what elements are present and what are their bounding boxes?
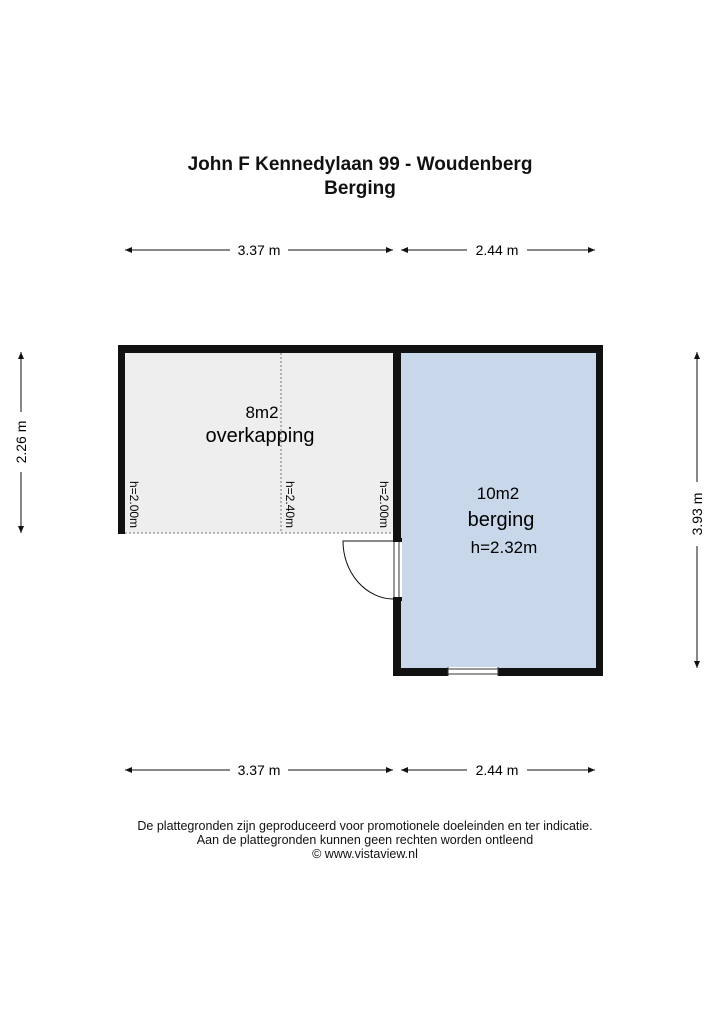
berging-name: berging bbox=[468, 509, 535, 531]
door-swing bbox=[342, 540, 395, 600]
floorplan-address-title: John F Kennedylaan 99 - Woudenberg bbox=[187, 154, 533, 175]
dimension-right-height-label: 3.93 m bbox=[689, 493, 705, 536]
room-berging: 10m2 berging h=2.32m bbox=[392, 345, 603, 676]
disclaimer-line-2: Aan de plattegronden kunnen geen rechten… bbox=[196, 833, 534, 847]
disclaimer-line-1: De plattegronden zijn geproduceerd voor … bbox=[137, 819, 593, 833]
dimension-top-left-label: 3.37 m bbox=[238, 242, 281, 258]
dimension-bottom-right: 2.44 m bbox=[401, 762, 595, 778]
berging-height: h=2.32m bbox=[471, 538, 538, 557]
floorplan-subtitle: Berging bbox=[324, 178, 396, 199]
berging-area: 10m2 bbox=[477, 484, 520, 503]
dimension-right-height: 3.93 m bbox=[689, 352, 705, 668]
dimension-top-right: 2.44 m bbox=[401, 242, 595, 258]
overkapping-height-left: h=2.00m bbox=[127, 481, 141, 528]
dimension-left-height-label: 2.26 m bbox=[13, 421, 29, 464]
dimension-top-left: 3.37 m bbox=[125, 242, 393, 258]
dimension-top-right-label: 2.44 m bbox=[476, 242, 519, 258]
dimension-bottom-left-label: 3.37 m bbox=[238, 762, 281, 778]
overkapping-area: 8m2 bbox=[245, 403, 278, 422]
overkapping-height-right: h=2.00m bbox=[377, 481, 391, 528]
room-overkapping: 8m2 overkapping h=2.00m h=2.40m h=2.00m bbox=[118, 345, 402, 534]
overkapping-name: overkapping bbox=[206, 425, 315, 447]
overkapping-height-middle: h=2.40m bbox=[283, 481, 297, 528]
dimension-left-height: 2.26 m bbox=[13, 352, 29, 533]
copyright-line: © www.vistaview.nl bbox=[312, 847, 418, 861]
dimension-bottom-left: 3.37 m bbox=[125, 762, 393, 778]
dimension-bottom-right-label: 2.44 m bbox=[476, 762, 519, 778]
